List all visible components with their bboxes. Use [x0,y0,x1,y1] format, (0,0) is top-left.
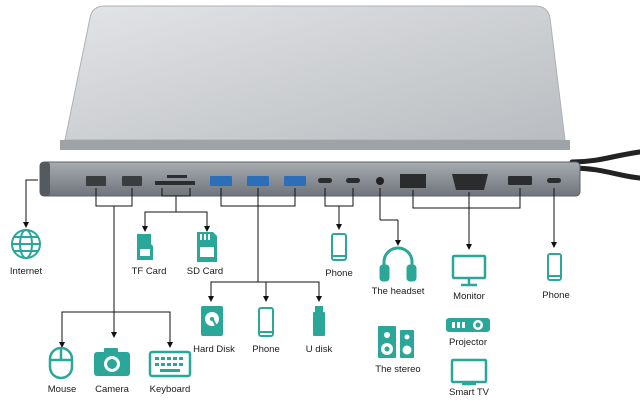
usb-port [86,176,106,186]
label-camera: Camera [95,384,129,395]
camera-icon [94,348,130,376]
micro-sd-icon [137,234,153,260]
usb3-port [210,176,232,186]
monitor-icon [451,254,487,287]
usb-c-cable [569,149,640,181]
tf-slot [167,175,187,178]
vga-port [452,174,488,190]
hdmi-port [508,176,532,185]
usb-port [122,176,142,186]
phone-icon [547,253,562,281]
sd-card-icon [197,232,217,262]
connector-lines [25,179,555,342]
keyboard-icon [148,350,192,378]
label-stereo: The stereo [375,364,421,375]
label-phone-right: Phone [542,290,570,301]
label-monitor: Monitor [453,291,485,302]
tv-icon [450,358,488,386]
usb3-port [247,176,269,186]
ethernet-port [400,174,426,188]
speaker-icon [378,326,414,358]
usb-hub-body [39,161,581,197]
label-hard-disk: Hard Disk [193,344,235,355]
globe-icon [11,229,41,259]
label-mouse: Mouse [47,384,77,395]
sd-slot [155,181,195,185]
label-keyboard: Keyboard [149,384,191,395]
headphones-icon [379,246,417,282]
label-phone-top: Phone [325,268,353,279]
label-tf-card: TF Card [131,266,167,277]
usb-c-port [346,178,360,183]
laptop-illustration [60,5,570,150]
usb-c-port [318,178,332,183]
usb-drive-icon [313,306,325,336]
usb3-port [284,176,306,186]
label-projector: Projector [448,337,488,348]
audio-jack [376,177,384,185]
label-u-disk: U disk [305,344,333,355]
arrowheads [23,222,557,348]
label-headset: The headset [371,286,425,297]
phone-icon [258,307,274,337]
phone-icon [331,233,347,261]
label-phone-mid: Phone [252,344,280,355]
mouse-icon [48,346,74,380]
hard-disk-icon [201,306,223,336]
label-internet: Internet [9,266,43,277]
label-sd-card: SD Card [186,266,224,277]
label-smart-tv: Smart TV [449,387,489,398]
projector-icon [446,318,490,332]
usb-c-port [547,178,561,183]
